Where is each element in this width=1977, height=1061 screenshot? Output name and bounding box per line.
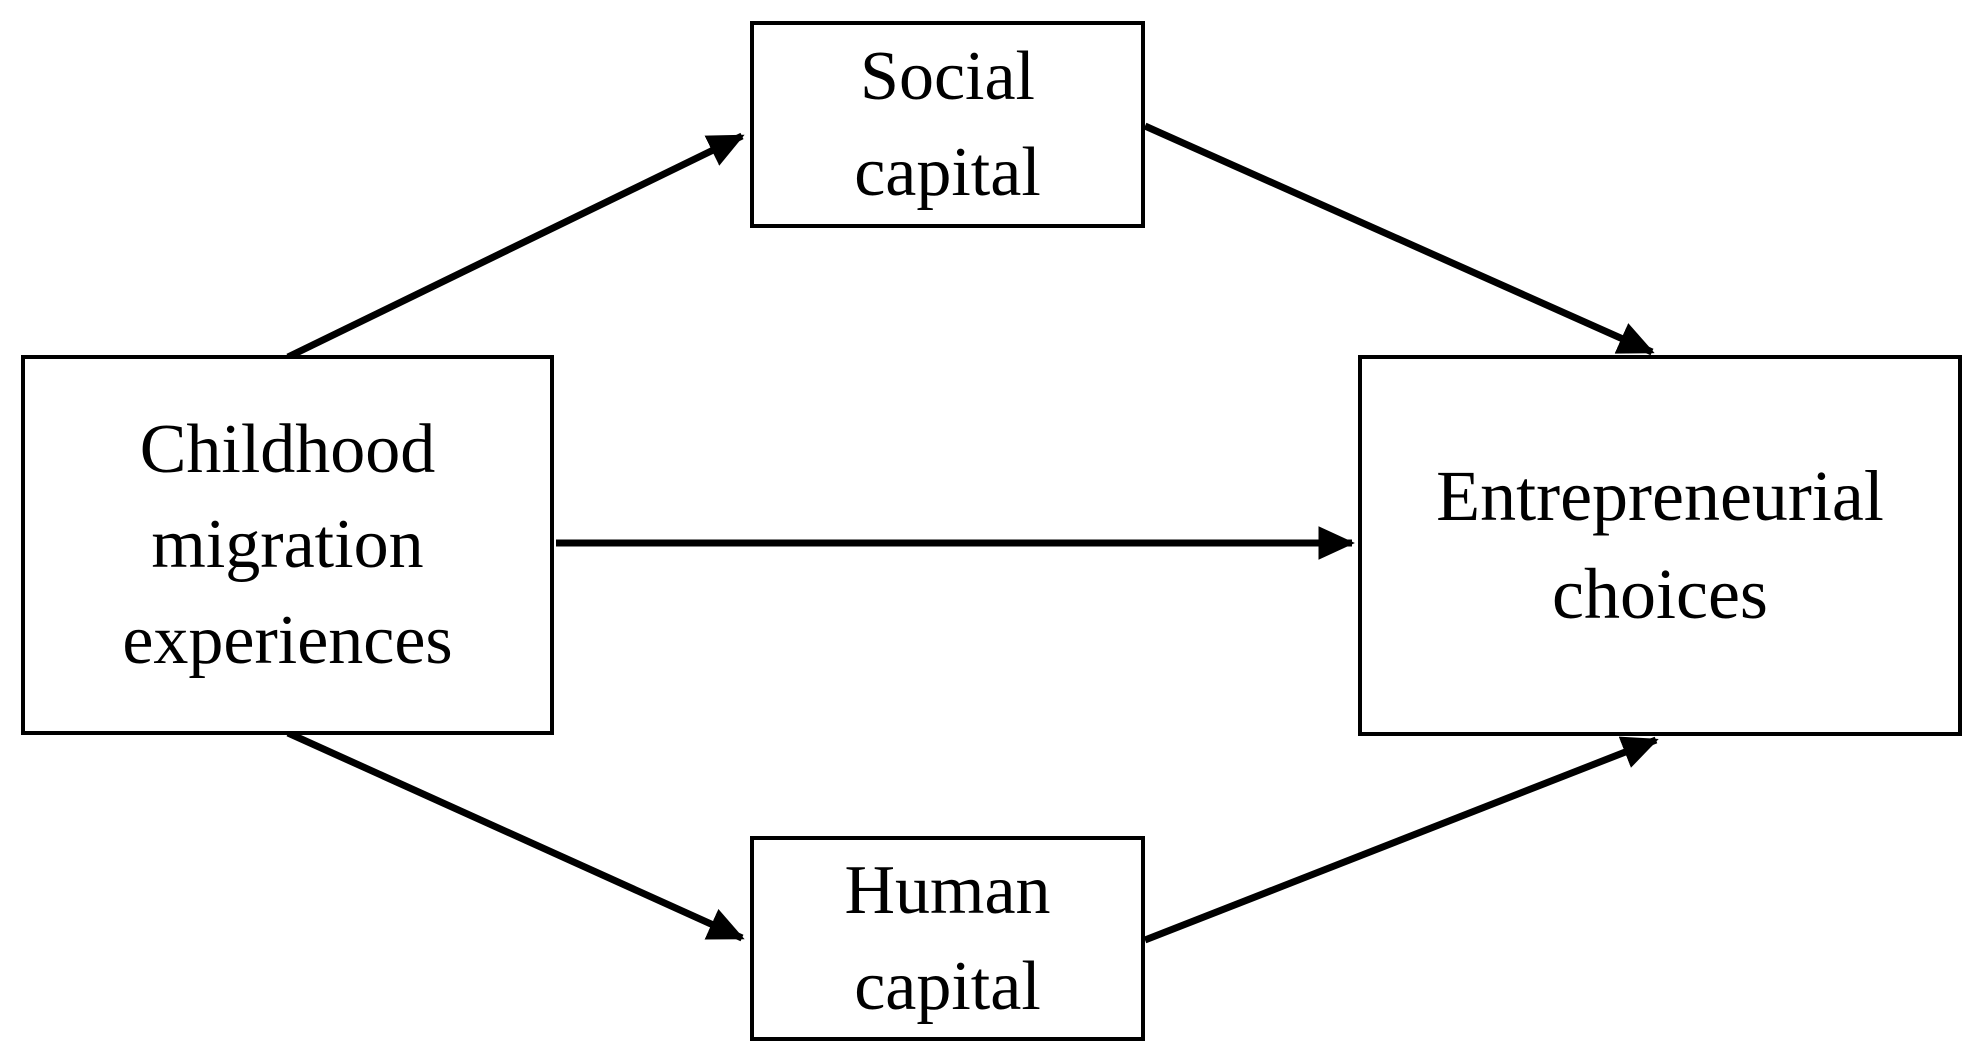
edge-childhood-to-social — [286, 132, 745, 361]
node-label-line: choices — [1552, 553, 1768, 634]
social-capital-node[interactable]: Social capital — [750, 21, 1145, 228]
node-label-line: experiences — [122, 601, 453, 679]
node-label-line: Childhood — [139, 411, 436, 489]
edge-human-to-entrepreneurial — [1143, 736, 1659, 944]
human-capital-node[interactable]: Human capital — [750, 836, 1145, 1041]
edge-social-to-entrepreneurial — [1143, 122, 1655, 356]
node-label-line: capital — [854, 133, 1041, 211]
node-label-line: capital — [854, 947, 1041, 1025]
node-label-line: Human — [844, 852, 1051, 930]
node-label-line: Entrepreneurial — [1436, 455, 1884, 536]
node-label-line: migration — [151, 506, 424, 584]
entrepreneurial-choices-node[interactable]: Entrepreneurial choices — [1358, 355, 1962, 736]
childhood-migration-experiences-node[interactable]: Childhood migration experiences — [21, 355, 554, 735]
node-label-line: Social — [860, 38, 1035, 116]
edge-childhood-to-human — [286, 729, 745, 942]
